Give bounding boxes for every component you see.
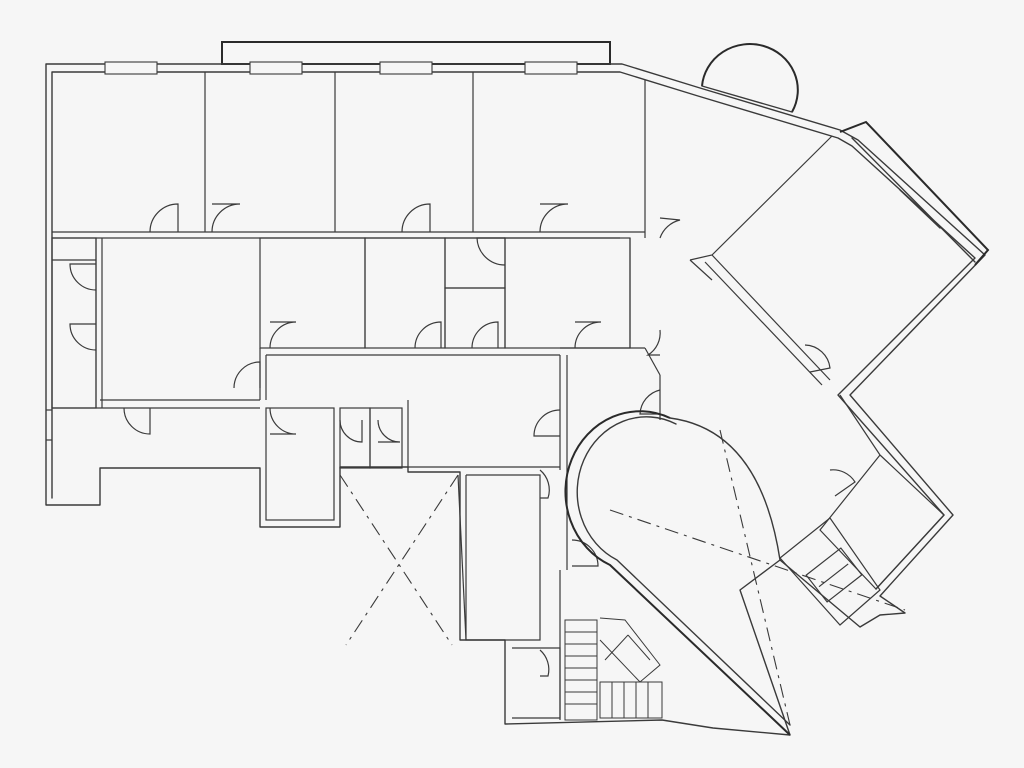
stair-flight [564,619,598,721]
exterior-walls [45,41,990,736]
door [829,469,856,497]
corridor-wall [644,347,661,376]
door [539,649,550,677]
window [104,61,158,75]
room [504,237,631,349]
east-balcony-inner [851,137,976,263]
door [377,419,401,443]
door [269,321,297,349]
door [639,389,661,415]
door [539,203,569,233]
door [574,321,602,349]
void-edge [457,474,467,641]
door [804,344,831,373]
atrium-curve [669,417,781,561]
room [444,287,506,349]
room [819,454,945,590]
door [645,329,661,356]
door [339,419,363,443]
door [471,321,499,349]
interior-walls [51,72,945,720]
top-balcony [221,41,611,65]
partition [711,254,831,381]
partition [689,259,713,281]
atrium-wall-inner [576,416,791,726]
room [512,647,561,719]
door [401,203,431,233]
staircase [564,617,663,721]
void-diagonal [345,474,459,646]
window [524,61,578,75]
window [379,61,433,75]
door [414,321,442,349]
round-bay-base [701,85,793,113]
east-balcony [839,120,990,266]
door [269,407,297,435]
open-void [339,474,467,646]
atrium-void-line [719,429,791,726]
partition [689,135,833,261]
door [476,237,506,266]
door [539,469,550,499]
door [659,217,681,239]
door [69,323,97,351]
lift-shaft [779,517,881,626]
restroom [369,407,403,469]
stair-flight [599,681,663,719]
door [571,539,599,567]
partition [704,261,823,386]
atrium-void-line [609,509,906,611]
stair-landing [599,617,661,683]
room [364,237,446,349]
east-balcony-rail [899,189,941,229]
lift-cross [818,563,849,588]
door [69,263,97,291]
doors [69,203,856,677]
door [211,203,241,233]
stair-arrow [627,634,651,661]
exterior-wall-inner [51,71,976,590]
room [465,474,541,641]
restroom [265,407,335,521]
lift-car [805,547,863,603]
door [123,407,151,435]
atrium-wall-outer [564,410,791,736]
door [533,409,561,437]
stair-arrow [604,634,629,661]
door [149,203,179,233]
void-diagonal [339,474,453,646]
window [249,61,303,75]
partition [839,394,881,456]
round-bay [701,43,799,113]
door [233,361,261,389]
atrium [564,410,906,736]
restroom [339,407,371,469]
